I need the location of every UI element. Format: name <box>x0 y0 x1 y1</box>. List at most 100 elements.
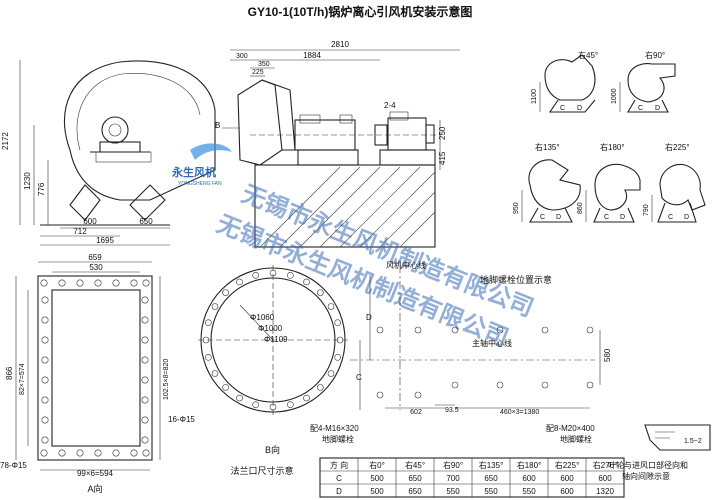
dim-350: 350 <box>258 61 270 68</box>
bolt-hole <box>269 403 277 411</box>
label-bolt-m16: 配4-M16×320 <box>310 424 359 433</box>
label-b-view: B向 <box>265 444 280 455</box>
bolt-hole <box>222 384 229 391</box>
bolt-hole <box>141 336 149 344</box>
label-16-bolts: 16-Φ15 <box>168 415 195 424</box>
bolt-hole <box>202 336 210 344</box>
table-header-cell: 右225° <box>555 460 580 470</box>
bolt-hole <box>303 278 310 286</box>
table-header-cell: 右90° <box>443 460 463 470</box>
dim-99x6: 99×6=594 <box>77 469 114 478</box>
dim-776: 776 <box>37 182 46 196</box>
bolt-hole <box>130 449 138 457</box>
o225-d: D <box>684 214 689 221</box>
fan-front-view: 2172 1230 776 600 650 712 1695 <box>1 60 216 246</box>
bolt-hole <box>41 356 49 364</box>
bolt-hole <box>141 436 149 444</box>
bolt-hole <box>204 319 212 326</box>
bolt-hole <box>141 416 149 424</box>
table-cell: 650 <box>408 474 422 483</box>
foundation-hatch <box>259 166 436 248</box>
dim-93-5: 93.5 <box>445 407 459 414</box>
table-cell: 600 <box>522 474 536 483</box>
o90-d: D <box>655 105 660 112</box>
bolt-hole <box>41 296 49 304</box>
table-cell: 650 <box>484 474 498 483</box>
drawing-title: GY10-1(10T/h)锅炉离心引风机安装示意图 <box>248 4 473 19</box>
dim-phi1000: Φ1000 <box>258 324 283 333</box>
o45-1100: 1100 <box>531 89 538 104</box>
dim-phi1109: Φ1109 <box>264 335 288 344</box>
bolt-hole <box>141 396 149 404</box>
bolt-hole <box>317 384 324 391</box>
table-header-cell: 右0° <box>369 460 385 470</box>
table-cell: 550 <box>484 487 498 496</box>
bolt-hole <box>327 370 335 377</box>
bolt-hole <box>252 271 259 279</box>
bolt-hole <box>142 279 150 287</box>
bolt-hole <box>141 296 149 304</box>
bolt-hole <box>336 336 344 344</box>
table-cell: 500 <box>370 487 384 496</box>
caption-a-view: A向 <box>87 483 102 494</box>
anchor-bolt <box>586 326 594 334</box>
bolt-hole <box>112 279 120 287</box>
o135-950: 950 <box>513 202 520 214</box>
table-header-cell: 右180° <box>517 460 542 470</box>
bolt-hole <box>211 303 219 310</box>
orient-45: 右45° <box>578 50 598 60</box>
bolt-hole <box>41 436 49 444</box>
bolt-hole <box>58 449 66 457</box>
anchor-bolt <box>586 381 594 389</box>
anchor-bolt <box>541 326 549 334</box>
o135-c: C <box>540 214 545 221</box>
label-fan-center: 风机中心线 <box>386 260 426 270</box>
outlet-flange-view: 659 530 866 82×7=574 102.5×8=820 16-Φ15 … <box>0 253 195 494</box>
label-bolt-m20-2: 地脚螺栓 <box>560 434 592 444</box>
impeller-dim: 1.5~2 <box>684 438 702 445</box>
inlet-bolt-holes <box>202 269 344 411</box>
anchor-bolt <box>376 391 384 399</box>
anchor-bolt <box>376 326 384 334</box>
table-cell: 600 <box>560 474 574 483</box>
o90-c: C <box>638 105 643 112</box>
orient-225: 右225° <box>665 142 690 152</box>
bolt-hole <box>327 303 335 310</box>
table-cell: 600 <box>598 474 612 483</box>
dim-2172: 2172 <box>1 132 10 150</box>
o180-c: C <box>604 214 609 221</box>
table-cell: C <box>336 474 342 483</box>
bolt-hole <box>130 279 138 287</box>
label-c: C <box>356 373 362 382</box>
bolt-hole <box>334 354 342 361</box>
dim-415: 415 <box>438 151 447 165</box>
table-cell: 600 <box>560 487 574 496</box>
orientation-diagrams: 右45° C D 1100 右90° C D 1000 右135° C D 95… <box>513 50 706 223</box>
label-b: B <box>215 121 220 130</box>
bolt-hole <box>94 279 102 287</box>
o225-790: 790 <box>643 204 650 216</box>
dim-300: 300 <box>236 53 248 60</box>
table-cell: 550 <box>446 487 460 496</box>
table-cell: 650 <box>408 487 422 496</box>
dim-250: 250 <box>438 126 447 140</box>
foundation-bolts <box>376 326 594 399</box>
bolt-hole <box>41 376 49 384</box>
dim-82x7: 82×7=574 <box>19 363 26 395</box>
o135-d: D <box>556 214 561 221</box>
dim-602: 602 <box>410 409 422 416</box>
table-header-cell: 右135° <box>479 460 504 470</box>
o225-c: C <box>668 214 673 221</box>
bolt-hole <box>141 316 149 324</box>
bolt-hole <box>236 394 243 402</box>
dim-460x3: 460×3=1380 <box>500 409 539 416</box>
anchor-bolt <box>414 326 422 334</box>
dim-1230: 1230 <box>23 172 32 190</box>
o180-860: 860 <box>577 202 584 214</box>
dim-659: 659 <box>88 253 102 262</box>
o90-1000: 1000 <box>611 88 618 104</box>
dim-2810: 2810 <box>331 40 349 49</box>
